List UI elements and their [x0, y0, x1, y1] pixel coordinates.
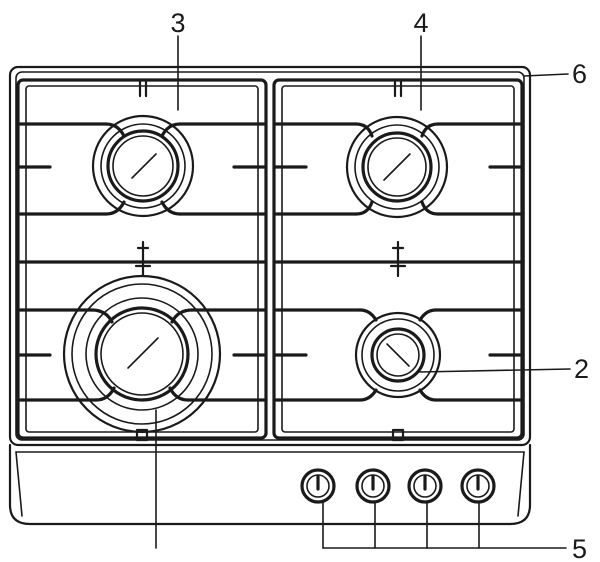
- hob-inner-frame: [15, 71, 525, 441]
- burner-top-right: [345, 115, 449, 219]
- hob-body: [8, 65, 532, 526]
- hob-top-frame: [8, 65, 532, 447]
- pan-support-right: [272, 78, 524, 442]
- control-panel-left-bevel: [15, 451, 23, 517]
- callout-2: 2: [574, 354, 589, 384]
- knob-2[interactable]: [355, 468, 391, 504]
- leader-2: [419, 368, 571, 373]
- burner-bottom-right: [354, 311, 442, 399]
- burner-bottom-left: [62, 274, 222, 434]
- callout-6: 6: [572, 59, 587, 89]
- callout-4: 4: [413, 8, 428, 38]
- control-panel-front: [8, 443, 532, 526]
- burner-top-left: [91, 114, 195, 218]
- knob-4[interactable]: [460, 468, 496, 504]
- leader-6: [523, 73, 569, 77]
- callout-5: 5: [572, 534, 587, 562]
- knob-1[interactable]: [300, 468, 336, 504]
- callout-3: 3: [170, 8, 185, 38]
- leader-lines: [155, 35, 571, 549]
- knob-3[interactable]: [407, 468, 443, 504]
- control-panel-right-bevel: [517, 451, 525, 517]
- pan-support-left: [16, 78, 268, 442]
